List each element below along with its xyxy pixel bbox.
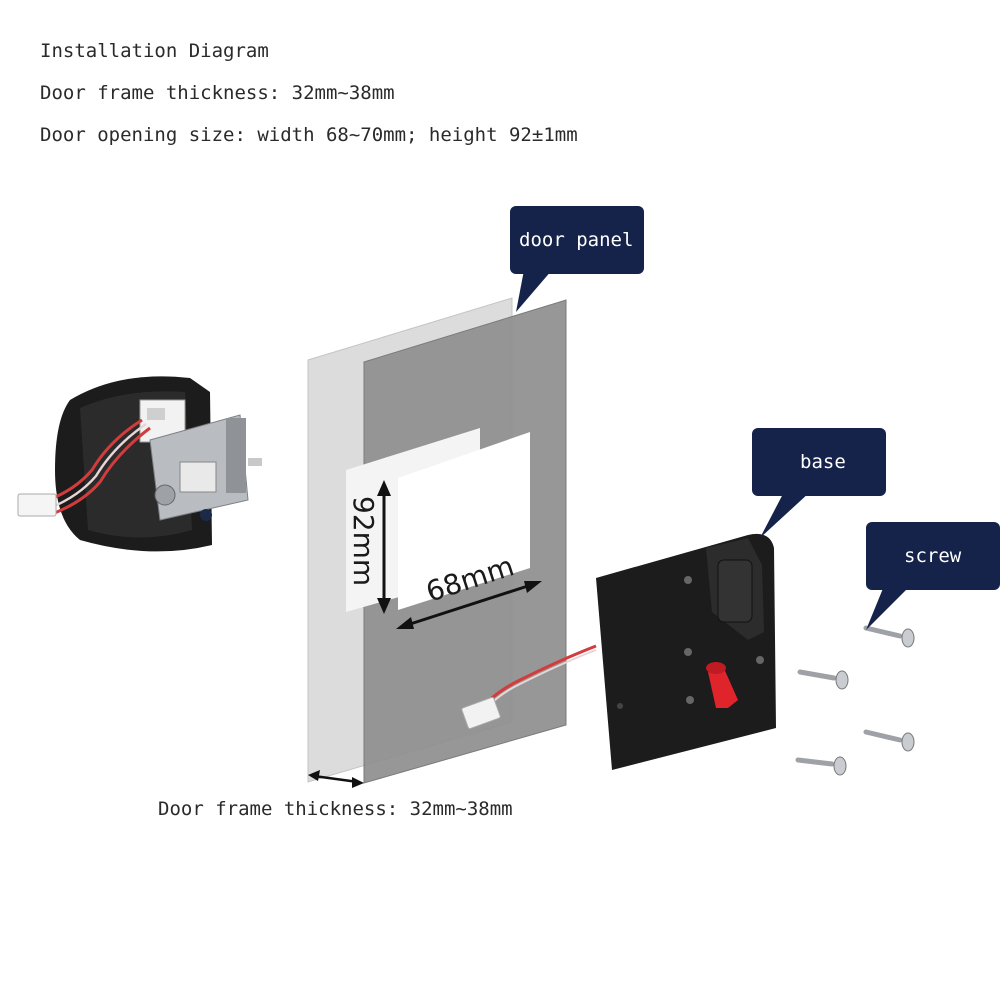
callout-door-panel: door panel	[510, 206, 644, 312]
callout-screw: screw	[866, 522, 1000, 630]
callout-door-panel-label: door panel	[519, 229, 633, 251]
callout-base-label: base	[800, 451, 846, 473]
base-photo	[461, 533, 776, 770]
callout-base: base	[752, 428, 886, 538]
screw-2	[797, 669, 849, 690]
callout-screw-label: screw	[904, 545, 962, 567]
screw-4	[795, 756, 847, 776]
bottom-frame-thickness-caption: Door frame thickness: 32mm~38mm	[158, 798, 513, 820]
diagram-title: Installation Diagram	[40, 40, 269, 62]
screw-3	[863, 729, 915, 752]
opening-size-spec: Door opening size: width 68~70mm; height…	[40, 124, 578, 146]
screw-1	[863, 625, 915, 648]
thickness-dimension-arrow	[308, 770, 364, 788]
height-dimension-arrow	[377, 480, 391, 614]
width-dimension-arrow	[396, 581, 542, 629]
door-opening	[346, 428, 530, 612]
frame-thickness-spec: Door frame thickness: 32mm~38mm	[40, 82, 395, 104]
lock-body-photo	[17, 376, 262, 552]
height-dimension-label: 92mm	[347, 496, 380, 586]
